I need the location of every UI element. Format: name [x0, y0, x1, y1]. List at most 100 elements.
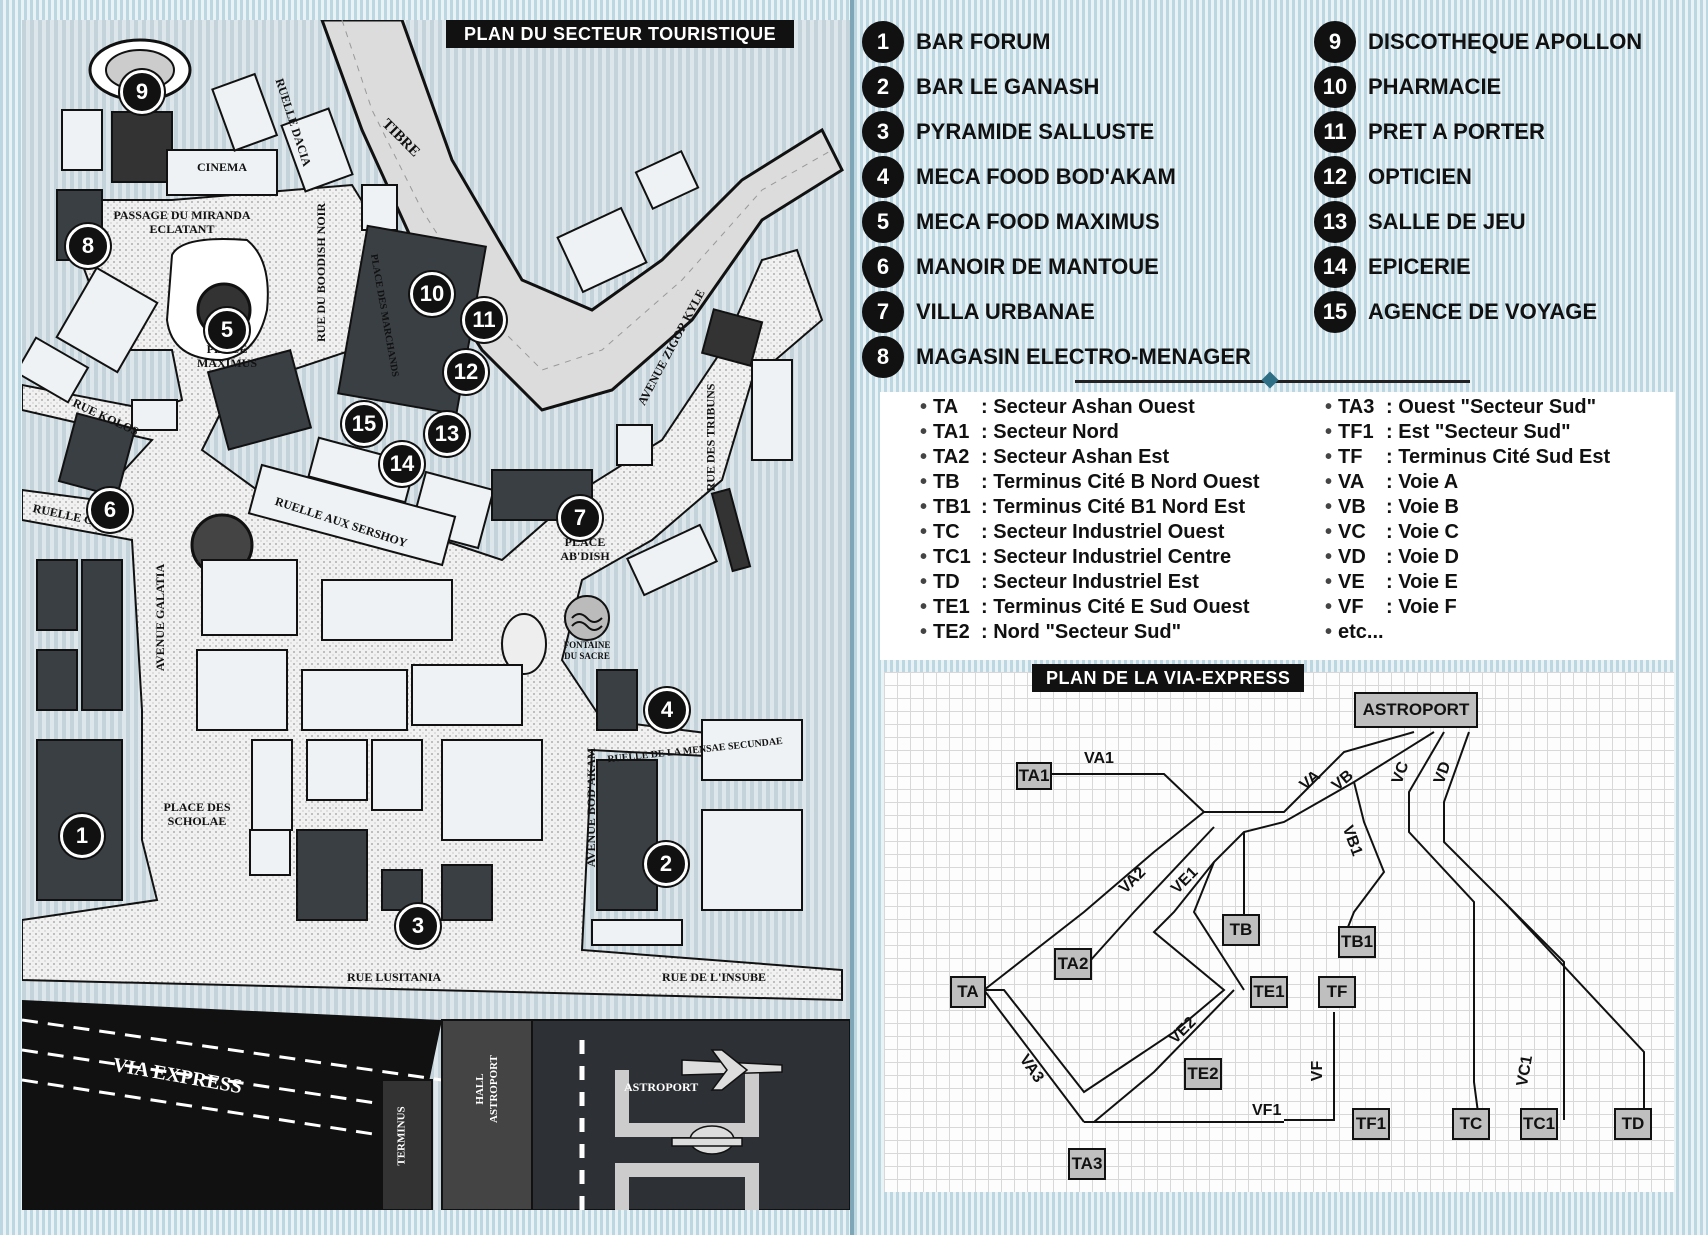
legend-label: PRET A PORTER [1368, 119, 1545, 144]
bullet-icon: • [920, 521, 928, 543]
station-ta[interactable]: TA [950, 976, 986, 1008]
code-description: : Secteur Ashan Ouest [981, 396, 1195, 418]
label-avenue-galatia: AVENUE GALATIA [153, 563, 168, 672]
label-cinema: CINEMA [197, 160, 247, 174]
line-vf: VF [1309, 1060, 1327, 1082]
station-tf[interactable]: TF [1318, 976, 1356, 1008]
station-tc[interactable]: TC [1452, 1108, 1490, 1140]
station-te2[interactable]: TE2 [1184, 1058, 1222, 1090]
marker-11[interactable]: 11 [462, 298, 506, 342]
station-tc1[interactable]: TC1 [1520, 1108, 1558, 1140]
code: TA [933, 396, 959, 418]
code-description: : Ouest "Secteur Sud" [1386, 396, 1597, 418]
code: TC [933, 521, 960, 543]
code: TE2 [933, 621, 970, 643]
station-astroport[interactable]: ASTROPORT [1354, 692, 1478, 728]
bullet-icon: • [1325, 571, 1333, 593]
legend-label: MAGASIN ELECTRO-MENAGER [916, 344, 1251, 369]
via-express-lines [983, 731, 1645, 1123]
via-express-plan[interactable]: PLAN DE LA VIA-EXPRESS ASTROPORT TA1 TA … [884, 664, 1674, 1192]
marker-4[interactable]: 4 [645, 688, 689, 732]
code-description: : Est "Secteur Sud" [1386, 421, 1571, 443]
code: TA2 [933, 446, 970, 468]
label-astroport: ASTROPORT [624, 1080, 699, 1094]
code-row: •VA: Voie A [1325, 471, 1458, 494]
label-rue-boodish: RUE DU BOODISH NOIR [314, 202, 329, 343]
code-description: : Terminus Cité Sud Est [1386, 446, 1611, 468]
marker-1[interactable]: 1 [60, 814, 104, 858]
spine [850, 0, 854, 1235]
marker-13[interactable]: 13 [425, 412, 469, 456]
station-tf1[interactable]: TF1 [1352, 1108, 1390, 1140]
code: VE [1338, 571, 1365, 593]
marker-8[interactable]: 8 [66, 224, 110, 268]
station-tb1[interactable]: TB1 [1338, 926, 1376, 958]
marker-7[interactable]: 7 [558, 496, 602, 540]
bullet-icon: • [1325, 471, 1333, 493]
marker-14[interactable]: 14 [380, 442, 424, 486]
bullet-icon: • [920, 471, 928, 493]
bullet-icon: • [920, 446, 928, 468]
station-ta1[interactable]: TA1 [1016, 762, 1052, 790]
legend-number: 10 [1314, 66, 1356, 108]
marker-12[interactable]: 12 [444, 350, 488, 394]
legend-item-8[interactable]: 8 MAGASIN ELECTRO-MENAGER [862, 336, 1251, 378]
map-drawing [22, 20, 850, 1210]
label-rue-insube: RUE DE L'INSUBE [662, 970, 767, 984]
code-row: •TC: Secteur Industriel Ouest [920, 521, 1224, 544]
code-row: •TD: Secteur Industriel Est [920, 571, 1199, 594]
bullet-icon: • [920, 496, 928, 518]
legend-label: PYRAMIDE SALLUSTE [916, 119, 1155, 144]
code-row: •TB: Terminus Cité B Nord Ouest [920, 471, 1260, 494]
station-td[interactable]: TD [1614, 1108, 1652, 1140]
station-ta2[interactable]: TA2 [1054, 948, 1092, 980]
code: TF1 [1338, 421, 1374, 443]
code-row: •VF: Voie F [1325, 596, 1457, 619]
tourist-sector-map[interactable]: PLAN DU SECTEUR TOURISTIQUE CINEMA PASSA… [22, 20, 850, 1210]
legend-number: 14 [1314, 246, 1356, 288]
code-row: •TF: Terminus Cité Sud Est [1325, 446, 1610, 469]
legend-number: 6 [862, 246, 904, 288]
label-passage: PASSAGE DU MIRANDA ECLATANT [113, 208, 251, 236]
marker-10[interactable]: 10 [410, 272, 454, 316]
marker-2[interactable]: 2 [644, 842, 688, 886]
station-te1[interactable]: TE1 [1250, 976, 1288, 1008]
code-row: •TA2: Secteur Ashan Est [920, 446, 1169, 469]
station-tb[interactable]: TB [1222, 914, 1260, 946]
legend-label: SALLE DE JEU [1368, 209, 1526, 234]
label-rue-lusitania: RUE LUSITANIA [347, 970, 442, 984]
legend-label: MECA FOOD BOD'AKAM [916, 164, 1176, 189]
marker-5[interactable]: 5 [205, 308, 249, 352]
code-row: •TE1: Terminus Cité E Sud Ouest [920, 596, 1250, 619]
legend-number: 8 [862, 336, 904, 378]
code: TA1 [933, 421, 970, 443]
marker-3[interactable]: 3 [396, 904, 440, 948]
marker-15[interactable]: 15 [342, 402, 386, 446]
marker-9[interactable]: 9 [120, 70, 164, 114]
code-row: •TA3: Ouest "Secteur Sud" [1325, 396, 1596, 419]
label-avenue-bodakam: AVENUE BOD'AKAM [584, 747, 599, 868]
bullet-icon: • [1325, 546, 1333, 568]
bullet-icon: • [920, 621, 928, 643]
station-ta3[interactable]: TA3 [1068, 1148, 1106, 1180]
code-description: : Voie E [1386, 571, 1458, 593]
bullet-icon: • [1325, 596, 1333, 618]
code-description: : Voie A [1386, 471, 1459, 493]
marker-6[interactable]: 6 [88, 488, 132, 532]
code: VC [1338, 521, 1366, 543]
code: TB1 [933, 496, 971, 518]
